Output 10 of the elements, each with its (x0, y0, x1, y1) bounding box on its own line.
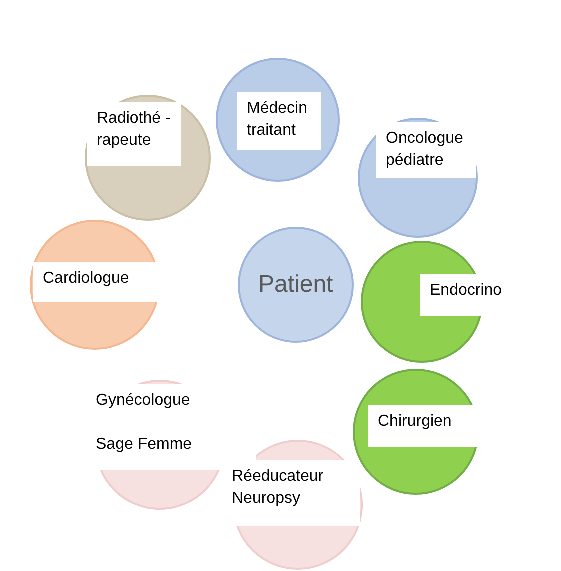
role-label: Gynécologue (96, 391, 192, 411)
role-label: Sage Femme (96, 435, 194, 455)
role-label: Endocrino (430, 281, 504, 301)
center-label: Patient (258, 271, 334, 299)
role-label: Radiothé - rapeute (97, 109, 171, 151)
role-label: Réeducateur Neuropsy (232, 467, 325, 509)
role-label: Chirurgien (378, 412, 453, 432)
role-label: Oncologue pédiatre (386, 129, 464, 171)
role-label: Médecin traitant (247, 99, 308, 141)
role-label: Cardiologue (43, 269, 130, 289)
